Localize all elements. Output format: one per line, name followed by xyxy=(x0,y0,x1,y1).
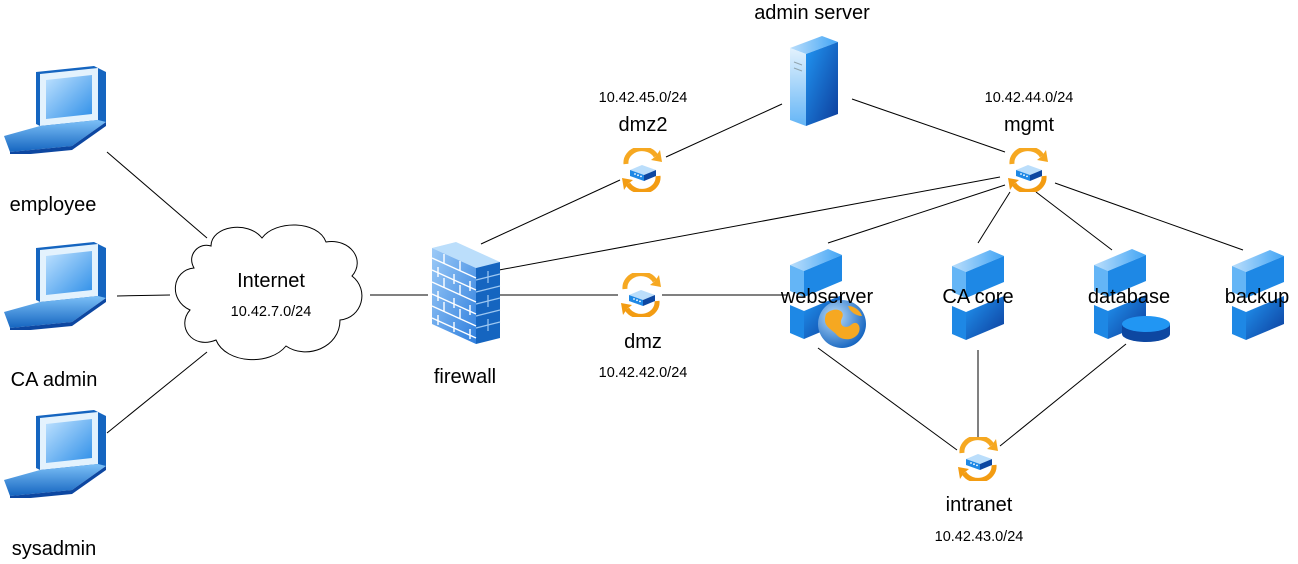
database-icon xyxy=(1122,316,1170,342)
client-sysadmin[interactable]: sysadmin xyxy=(4,410,106,560)
edge-mgmt-webserver xyxy=(827,184,1006,244)
laptop-icon xyxy=(4,242,106,330)
edge-dmz2-admin-server xyxy=(665,103,783,158)
globe-icon xyxy=(818,300,866,348)
server-label-webserver: webserver xyxy=(780,286,874,308)
edge-firewall-mgmt xyxy=(498,176,1001,271)
client-label-sysadmin: sysadmin xyxy=(12,538,96,560)
server-database[interactable]: database xyxy=(1088,249,1170,342)
firewall-icon xyxy=(431,241,501,344)
network-intranet[interactable]: intranet 10.42.43.0/24 xyxy=(935,438,1024,545)
edge-webserver-intranet xyxy=(817,347,958,451)
server-label-ca-core: CA core xyxy=(942,286,1013,308)
edge-mgmt-backup xyxy=(1054,182,1244,251)
network-dmz2[interactable]: 10.42.45.0/24 dmz2 xyxy=(599,90,688,191)
firewall-label: firewall xyxy=(434,366,496,388)
firewall-node[interactable]: firewall xyxy=(431,241,501,388)
client-label-ca-admin: CA admin xyxy=(11,369,98,391)
edge-mgmt-database xyxy=(1035,191,1113,251)
internet-label: Internet xyxy=(237,270,305,292)
network-subnet-dmz: 10.42.42.0/24 xyxy=(599,365,688,381)
edge-admin-server-mgmt xyxy=(851,98,1006,153)
edge-sysadmin-internet xyxy=(106,351,208,434)
server-webserver[interactable]: webserver xyxy=(780,249,874,348)
laptop-icon xyxy=(4,410,106,498)
edge-employee-internet xyxy=(106,151,208,239)
server-ca-core[interactable]: CA core xyxy=(942,250,1014,340)
router-icon xyxy=(621,274,661,317)
edge-ca-admin-internet xyxy=(116,294,171,297)
server-tower-icon xyxy=(789,35,838,126)
server-label-database: database xyxy=(1088,286,1170,308)
admin-server-label: admin server xyxy=(754,2,870,24)
edge-mgmt-ca-core xyxy=(977,191,1011,244)
edge-firewall-dmz2 xyxy=(480,179,621,245)
server-label-backup: backup xyxy=(1225,286,1290,308)
client-ca-admin[interactable]: CA admin xyxy=(4,242,106,391)
network-subnet-mgmt: 10.42.44.0/24 xyxy=(985,90,1074,106)
router-icon xyxy=(958,438,998,481)
network-dmz[interactable]: dmz 10.42.42.0/24 xyxy=(599,274,688,381)
internet-cloud[interactable]: Internet 10.42.7.0/24 xyxy=(174,224,363,360)
admin-server-node[interactable]: admin server xyxy=(754,2,870,126)
client-employee[interactable]: employee xyxy=(4,66,106,216)
edge-database-intranet xyxy=(999,343,1127,447)
cloud-icon xyxy=(174,224,363,360)
network-subnet-intranet: 10.42.43.0/24 xyxy=(935,529,1024,545)
network-label-mgmt: mgmt xyxy=(1004,114,1054,136)
server-backup[interactable]: backup xyxy=(1225,250,1290,340)
network-label-dmz2: dmz2 xyxy=(619,114,668,136)
edges xyxy=(106,98,1244,451)
network-subnet-dmz2: 10.42.45.0/24 xyxy=(599,90,688,106)
router-icon xyxy=(1008,149,1048,192)
client-label-employee: employee xyxy=(10,194,97,216)
internet-subnet: 10.42.7.0/24 xyxy=(231,304,312,320)
laptop-icon xyxy=(4,66,106,154)
router-icon xyxy=(622,149,662,192)
network-label-dmz: dmz xyxy=(624,331,662,353)
network-label-intranet: intranet xyxy=(946,494,1013,516)
network-mgmt[interactable]: 10.42.44.0/24 mgmt xyxy=(985,90,1074,191)
